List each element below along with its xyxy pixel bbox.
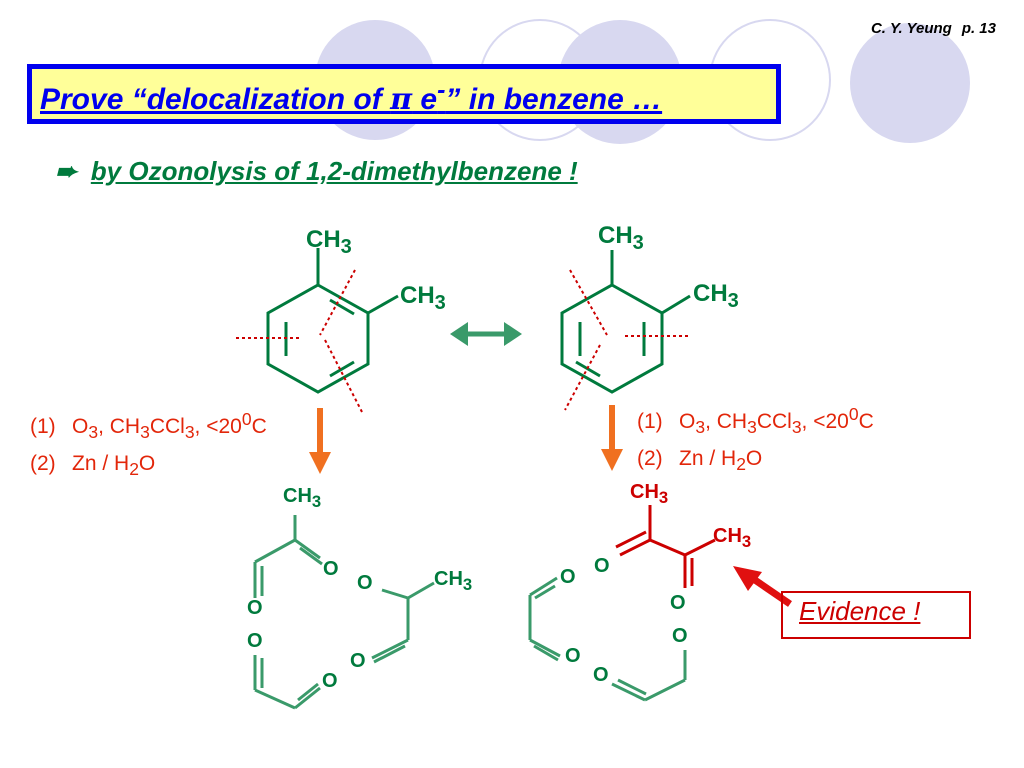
methyl-label: CH3 xyxy=(306,226,352,258)
resonance-arrow xyxy=(450,322,522,346)
decor-circle xyxy=(850,23,970,143)
methyl-label: CH3 xyxy=(713,525,752,551)
methyl-label: CH3 xyxy=(598,222,644,254)
methyl-label: CH3 xyxy=(434,568,473,594)
benzene-left xyxy=(266,248,399,394)
reaction-conditions-right: (1)O3, CH3CCl3, <200C (2)Zn / H2O xyxy=(637,398,874,480)
evidence-label: Evidence ! xyxy=(799,596,921,626)
oxygen-label: O xyxy=(560,566,576,588)
author-name: C. Y. Yeung xyxy=(870,20,952,37)
product-bonds-left xyxy=(253,515,435,710)
author-header: C. Y. Yeung p. 13 xyxy=(871,20,996,37)
product-bonds-red xyxy=(615,505,716,588)
evidence-arrow xyxy=(733,566,792,607)
condition-step-1: (1)O3, CH3CCl3, <200C xyxy=(637,404,874,438)
condition-step-2: (2)Zn / H2O xyxy=(30,452,156,480)
page-number: p. 13 xyxy=(961,20,996,37)
oxygen-label: O xyxy=(672,625,688,647)
oxygen-label: O xyxy=(594,555,610,577)
methyl-label: CH3 xyxy=(630,481,669,507)
oxygen-label: O xyxy=(350,650,366,672)
oxygen-label: O xyxy=(247,630,263,652)
evidence-box xyxy=(781,591,971,639)
reaction-conditions-left: (1)O3, CH3CCl3, <200C (2)Zn / H2O xyxy=(30,403,267,485)
cleavage-lines-right xyxy=(564,269,690,411)
condition-step-2: (2)Zn / H2O xyxy=(637,447,763,475)
cleavage-lines-left xyxy=(236,269,363,413)
oxygen-label: O xyxy=(323,558,339,580)
condition-step-1: (1)O3, CH3CCl3, <200C xyxy=(30,409,267,443)
oxygen-label: O xyxy=(322,670,338,692)
page-title: Prove “delocalization of π e-” in benzen… xyxy=(40,76,663,117)
oxygen-label: O xyxy=(593,664,609,686)
oxygen-label: O xyxy=(357,572,373,594)
oxygen-label: O xyxy=(670,592,686,614)
product-bonds-right xyxy=(528,576,687,702)
reaction-arrows xyxy=(309,405,623,474)
right-arrow-icon: ➨ xyxy=(55,156,77,186)
benzene-right xyxy=(560,250,691,394)
title-box xyxy=(27,64,781,124)
oxygen-label: O xyxy=(565,645,581,667)
subtitle-text: by Ozonolysis of 1,2-dimethylbenzene ! xyxy=(90,156,578,186)
oxygen-label: O xyxy=(247,597,263,619)
methyl-label: CH3 xyxy=(283,485,322,511)
methyl-label: CH3 xyxy=(400,282,446,314)
methyl-label: CH3 xyxy=(693,280,739,312)
subtitle: ➨ by Ozonolysis of 1,2-dimethylbenzene ! xyxy=(55,156,578,187)
